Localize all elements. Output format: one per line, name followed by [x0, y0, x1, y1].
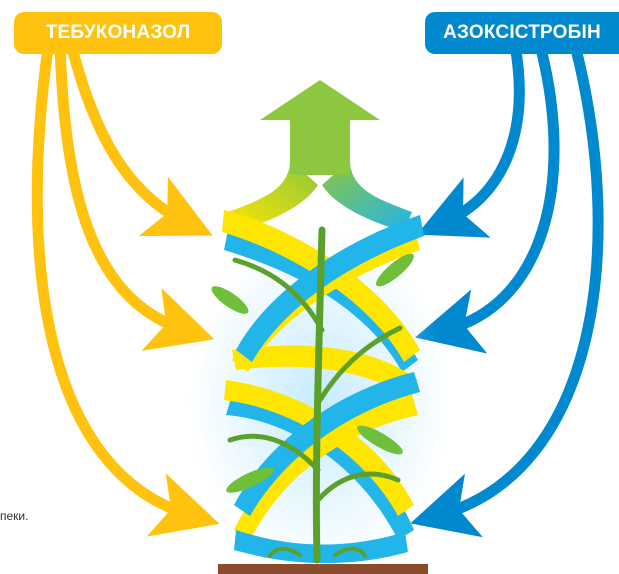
tebuconazole-arrow-middle [54, 39, 215, 351]
growth-arrow-icon [228, 80, 412, 232]
plant-icon [211, 226, 414, 564]
azoxystrobin-arrow-top [416, 39, 525, 238]
tebuconazole-arrow-bottom [31, 42, 220, 537]
tebuconazole-arrow-top [64, 34, 213, 237]
cropped-caption-fragment: пеки. [0, 509, 29, 523]
tebuconazole-arrows [31, 34, 220, 537]
azoxystrobin-arrows [410, 39, 604, 538]
azoxystrobin-arrow-bottom [410, 39, 604, 538]
azoxystrobin-label-text: АЗОКСІСТРОБІН [443, 22, 601, 43]
azoxystrobin-arrow-middle [415, 39, 560, 354]
tebuconazole-label: ТЕБУКОНАЗОЛ [14, 12, 222, 54]
azoxystrobin-label: АЗОКСІСТРОБІН [425, 12, 619, 54]
tebuconazole-label-text: ТЕБУКОНАЗОЛ [45, 22, 191, 43]
